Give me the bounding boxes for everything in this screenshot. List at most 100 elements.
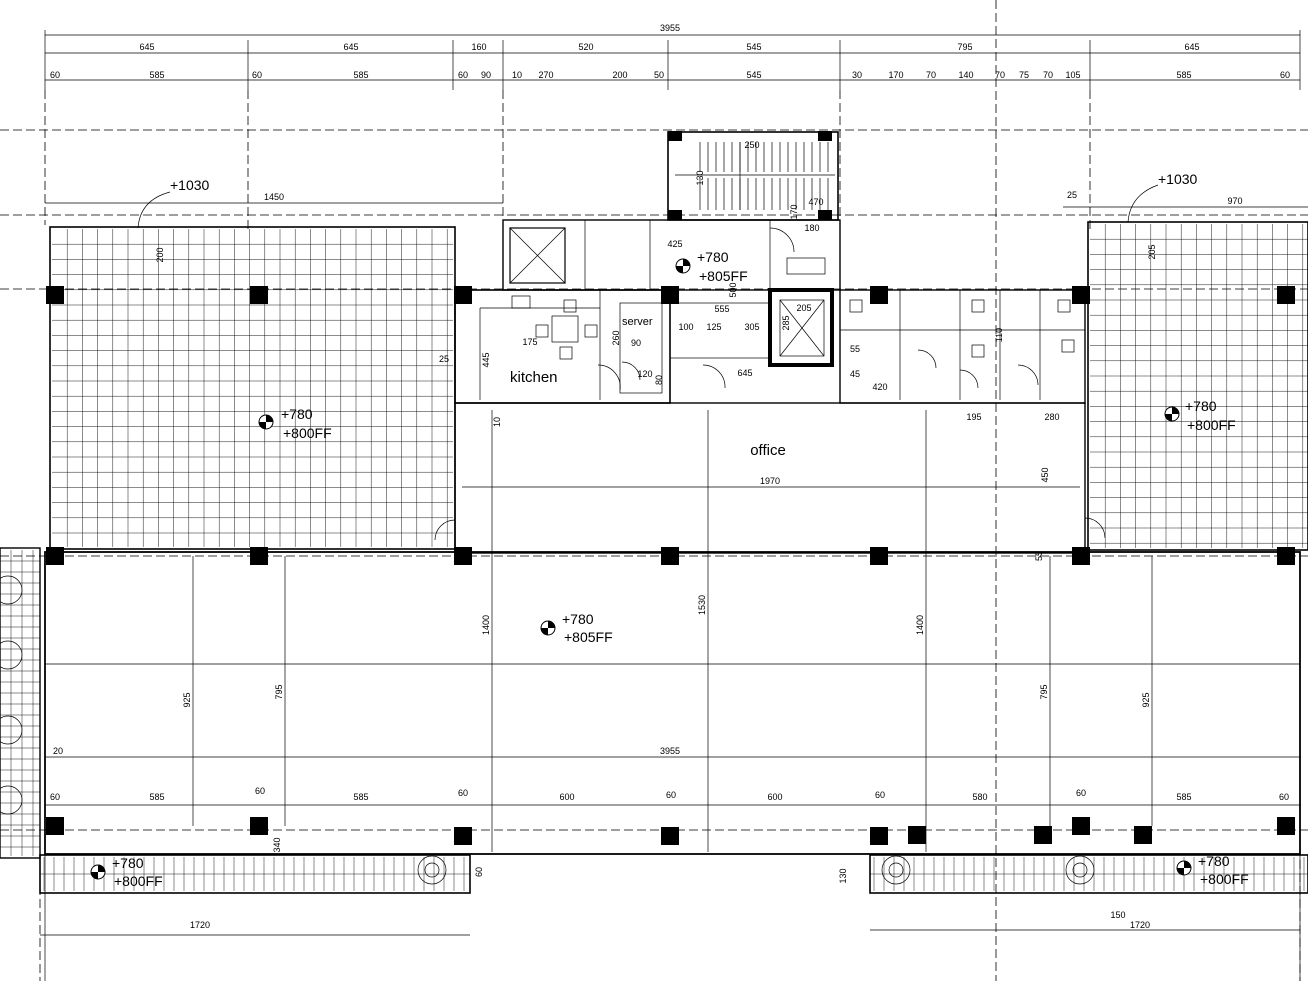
dim-misc-5: 130 — [838, 868, 848, 883]
dim-misc-34: 110 — [994, 328, 1004, 342]
dim-misc-1: 20 — [53, 746, 63, 756]
dim-row2-7: 10 — [512, 70, 522, 80]
dim-row1-1: 645 — [139, 42, 154, 52]
dim-row2-19: 105 — [1065, 70, 1080, 80]
dim-misc-23: 130 — [695, 170, 705, 185]
dim-row2-10: 50 — [654, 70, 664, 80]
dim-bottom-10: 580 — [972, 792, 987, 802]
dim-col-height-2: 795 — [274, 684, 284, 699]
dim-right-terrace-offset: 25 — [1067, 190, 1077, 200]
column-6 — [1072, 286, 1090, 304]
dim-misc-2: 25 — [439, 354, 449, 364]
dim-row2-2: 585 — [149, 70, 164, 80]
dim-row2-18: 70 — [1043, 70, 1053, 80]
dim-misc-8: 340 — [272, 837, 282, 852]
dim-row1-2: 645 — [343, 42, 358, 52]
dim-misc-30: 280 — [1044, 412, 1059, 422]
dim-row2-14: 70 — [926, 70, 936, 80]
dim-right-terrace-width: 970 — [1227, 196, 1242, 206]
level-marker-right-terrace: +780 +800FF — [1164, 398, 1236, 433]
dim-row1: 645 645 160 520 545 795 645 — [139, 42, 1199, 52]
dim-misc-3: 10 — [492, 417, 502, 427]
dim-bottom-6: 600 — [559, 792, 574, 802]
level-right-terrace-bottom: +800FF — [1187, 417, 1236, 433]
dim-office-side-depth: 450 — [1040, 467, 1050, 482]
column-21 — [1277, 817, 1295, 835]
level-office-upper-bottom: +805FF — [699, 268, 748, 284]
dim-misc-19: 645 — [737, 368, 752, 378]
dim-row1-3: 160 — [471, 42, 486, 52]
dim-row2: 60 585 60 585 60 90 10 270 200 50 545 30… — [50, 70, 1290, 80]
dim-row2-15: 140 — [958, 70, 973, 80]
left-terrace: 1450 200 +1030 — [45, 177, 503, 550]
dim-misc-21: 500 — [728, 282, 738, 297]
dim-right-terrace-depth: 205 — [1147, 244, 1157, 259]
dim-bottom-3: 60 — [255, 786, 265, 796]
level-office-upper-top: +780 — [697, 249, 729, 265]
dim-misc-11: 260 — [611, 330, 621, 345]
dim-bay-height-1: 1400 — [481, 615, 491, 635]
dim-col-height-3: 795 — [1039, 684, 1049, 699]
dim-misc-6: 60 — [474, 867, 484, 877]
level-marker-left-terrace: +780 +800FF — [258, 406, 332, 441]
level-marker-office-upper: +780 +805FF — [675, 249, 748, 284]
dim-row2-12: 30 — [852, 70, 862, 80]
dim-bottom-13: 60 — [1279, 792, 1289, 802]
dim-row2-5: 60 — [458, 70, 468, 80]
dim-misc-9: 445 — [481, 352, 491, 367]
dim-misc-12: 90 — [631, 338, 641, 348]
column-3 — [454, 286, 472, 304]
level-bottom-left-bottom: +800FF — [114, 873, 163, 889]
dim-misc-18: 555 — [714, 304, 729, 314]
dim-row2-1: 60 — [50, 70, 60, 80]
dim-left-terrace-width: 1450 — [264, 192, 284, 202]
column-16 — [250, 817, 268, 835]
column-18 — [661, 827, 679, 845]
dim-col-height-1: 925 — [182, 692, 192, 707]
level-bottom-right-bottom: +800FF — [1200, 871, 1249, 887]
level-marker-office-main: +780 +805FF — [540, 611, 613, 645]
dim-row2-13: 170 — [888, 70, 903, 80]
column-19 — [870, 827, 888, 845]
dim-misc-10: 175 — [522, 337, 537, 347]
dim-row2-3: 60 — [252, 70, 262, 80]
dim-row2-17: 75 — [1019, 70, 1029, 80]
planter-icons — [417, 855, 1095, 885]
dim-misc-33: 55 — [850, 344, 860, 354]
office-floor: 1970 office 450 3955 925 795 1400 1530 1… — [44, 402, 1301, 855]
room-label-kitchen: kitchen — [510, 369, 558, 386]
top-dimension-chains: 3955 645 645 160 520 545 795 645 60 585 … — [44, 23, 1301, 90]
dim-bottom-11: 60 — [1076, 788, 1086, 798]
room-label-office: office — [750, 442, 786, 459]
dim-bottom-7: 60 — [666, 790, 676, 800]
column-15 — [46, 817, 64, 835]
level-left-terrace-bottom: +800FF — [283, 425, 332, 441]
dim-misc-26: 180 — [804, 223, 819, 233]
column-11 — [661, 547, 679, 565]
dim-row2-11: 545 — [746, 70, 761, 80]
dim-bottom-12: 585 — [1176, 792, 1191, 802]
dim-misc-24: 470 — [808, 197, 823, 207]
service-core: kitchen server — [454, 131, 1086, 404]
column-7 — [1277, 286, 1295, 304]
dim-middle-overall: 3955 — [660, 746, 680, 756]
dim-left-terrace-depth: 200 — [155, 247, 165, 262]
column-2 — [250, 286, 268, 304]
dim-row1-7: 645 — [1184, 42, 1199, 52]
dim-col-height-4: 925 — [1141, 692, 1151, 707]
dim-row1-6: 795 — [957, 42, 972, 52]
dim-row2-4: 585 — [353, 70, 368, 80]
dim-overall-top: 3955 — [660, 23, 680, 33]
column-13 — [1072, 547, 1090, 565]
dim-misc-28: 285 — [781, 315, 791, 330]
dim-misc-20: 425 — [667, 239, 682, 249]
dim-row2-16: 70 — [995, 70, 1005, 80]
column-24 — [1034, 826, 1052, 844]
structural-columns — [46, 286, 1295, 845]
dim-office-depth: 1530 — [697, 595, 707, 615]
dim-row2-9: 200 — [612, 70, 627, 80]
dim-misc-29: 195 — [966, 412, 981, 422]
level-office-main-top: +780 — [562, 611, 594, 627]
dim-row2-6: 90 — [481, 70, 491, 80]
